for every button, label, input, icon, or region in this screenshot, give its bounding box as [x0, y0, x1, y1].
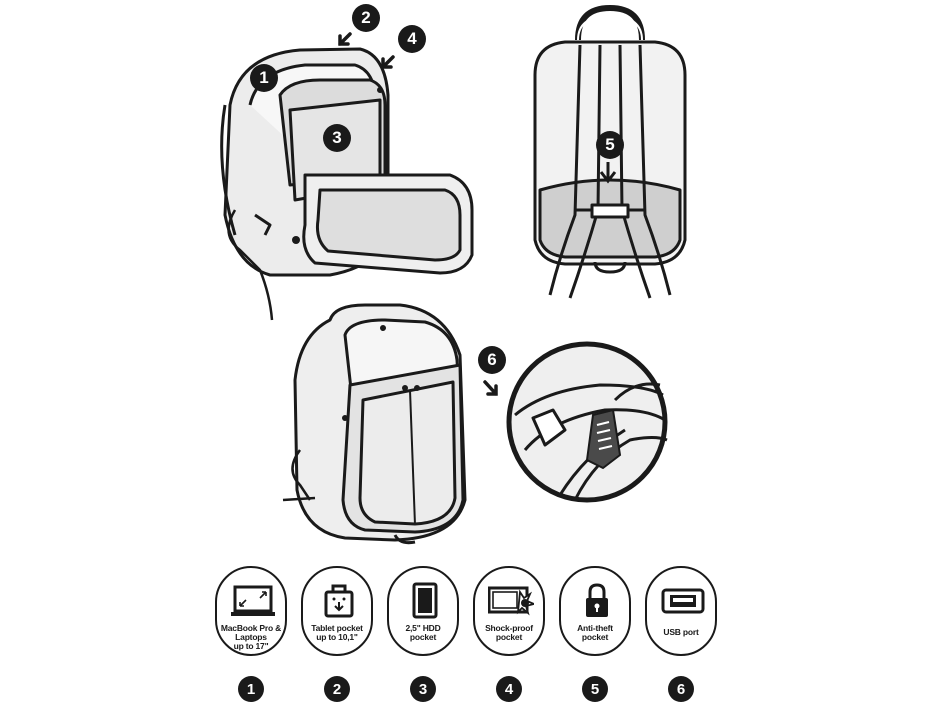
callout-arrows [338, 32, 498, 396]
feature-hdd-label: 2,5" HDD pocket [405, 623, 441, 642]
backpack-front-illustration [282, 303, 467, 545]
feature-usb: USB port [645, 566, 717, 656]
usb-port-icon [661, 588, 705, 614]
feature-laptop-label: MacBook Pro & Laptops up to 17" [220, 623, 282, 651]
callout-badge-4: 4 [398, 25, 426, 53]
feature-number-5: 5 [582, 676, 608, 702]
hdd-icon [412, 582, 438, 619]
feature-tablet-label: Tablet pocket up to 10,1" [311, 623, 363, 642]
callout-badge-1: 1 [250, 64, 278, 92]
callout-badge-5: 5 [596, 131, 624, 159]
callout-badge-3: 3 [323, 124, 351, 152]
feature-number-4: 4 [496, 676, 522, 702]
usb-port-zoom-illustration [506, 341, 668, 503]
feature-number-6: 6 [668, 676, 694, 702]
feature-shockproof-label: Shock-proof pocket [485, 623, 533, 642]
feature-number-1: 1 [238, 676, 264, 702]
feature-tablet: Tablet pocket up to 10,1" [301, 566, 373, 656]
feature-laptop: MacBook Pro & Laptops up to 17" [215, 566, 287, 656]
tablet-bag-icon [324, 584, 354, 618]
feature-hdd: 2,5" HDD pocket [387, 566, 459, 656]
feature-usb-label: USB port [663, 627, 699, 637]
laptop-icon [231, 585, 275, 616]
feature-shockproof: Shock-proof pocket [473, 566, 545, 656]
callout-badge-6: 6 [478, 346, 506, 374]
feature-number-2: 2 [324, 676, 350, 702]
shockproof-icon [488, 586, 534, 616]
callout-badge-2: 2 [352, 4, 380, 32]
padlock-icon [586, 583, 608, 617]
feature-number-3: 3 [410, 676, 436, 702]
feature-antitheft: Anti-theft pocket [559, 566, 631, 656]
feature-antitheft-label: Anti-theft pocket [577, 623, 613, 642]
